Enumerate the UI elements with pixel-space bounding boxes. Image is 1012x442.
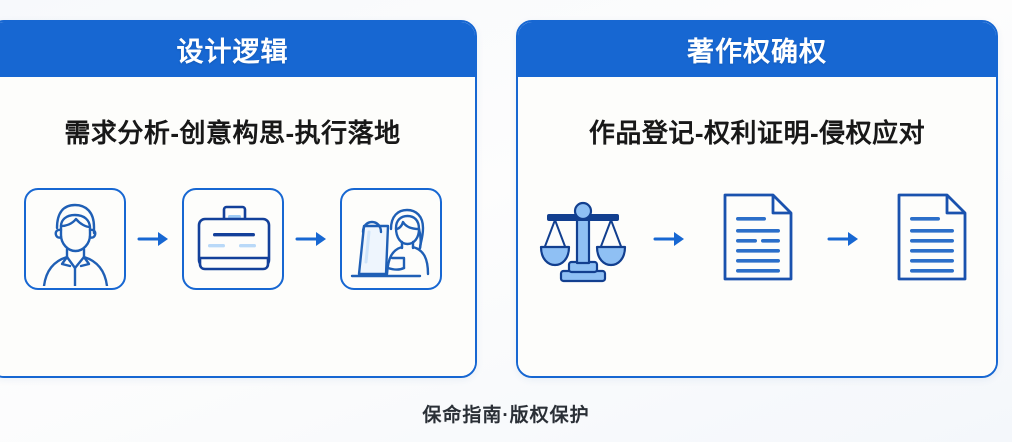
card-title-copyright-confirmation: 著作权确权 (687, 37, 827, 67)
card-body-copyright-confirmation: 作品登记-权利证明-侵权应对 (518, 77, 996, 376)
card-title-design-logic: 设计逻辑 (176, 37, 289, 67)
step-icon-frame-execution-delivery (339, 188, 442, 290)
arrow-right-icon-left-1 (136, 226, 172, 252)
arrow-right-icon-right-1 (652, 226, 688, 252)
footer-caption: 保命指南·版权保护 (422, 405, 590, 426)
step-icon-rights-proof (706, 188, 808, 290)
card-body-design-logic: 需求分析-创意构思-执行落地 (0, 77, 475, 376)
step-icon-frame-creative-ideation (181, 188, 284, 290)
designer-at-easel-icon (342, 190, 440, 288)
card-design-logic: 设计逻辑 需求分析-创意构思-执行落地 (0, 20, 477, 378)
step-icon-row-design-logic (0, 188, 475, 290)
card-subtitle-copyright-confirmation: 作品登记-权利证明-侵权应对 (588, 118, 926, 148)
user-portrait-icon (26, 190, 124, 288)
step-icon-frame-requirement-analysis (23, 188, 126, 290)
step-icon-row-copyright (518, 188, 996, 290)
card-header-design-logic: 设计逻辑 (0, 22, 475, 77)
document-lines-icon-2 (885, 187, 977, 292)
balance-scales-icon (533, 187, 633, 292)
card-header-copyright-confirmation: 著作权确权 (518, 22, 996, 77)
arrow-right-icon-right-2 (826, 226, 862, 252)
arrow-right-icon-left-2 (294, 226, 330, 252)
step-icon-work-registration (532, 188, 634, 290)
card-copyright-confirmation: 著作权确权 作品登记-权利证明-侵权应对 (516, 20, 998, 378)
step-icon-infringement-response (880, 188, 982, 290)
document-lines-icon-1 (711, 187, 803, 292)
presentation-board-icon (184, 190, 282, 288)
card-subtitle-design-logic: 需求分析-创意构思-执行落地 (64, 118, 401, 148)
